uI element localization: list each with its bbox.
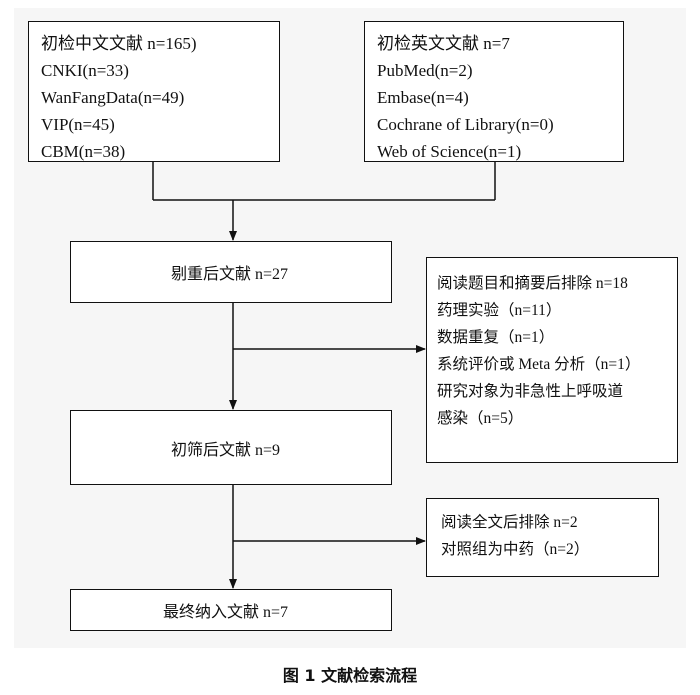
screened-label: 初筛后文献 n=9 — [171, 442, 281, 459]
chinese-source-wanfang: WanFangData(n=49) — [41, 88, 185, 107]
exclusion-duplicate-data: 数据重复（n=1） — [437, 329, 555, 346]
exclusion-meta-analysis: 系统评价或 Meta 分析（n=1） — [437, 356, 641, 373]
english-source-pubmed: PubMed(n=2) — [377, 61, 473, 80]
chinese-source-vip: VIP(n=45) — [41, 115, 115, 134]
exclusion-fulltext-box: 阅读全文后排除 n=2 对照组为中药（n=2） — [426, 498, 659, 577]
exclusion-tcm-control: 对照组为中药（n=2） — [441, 541, 590, 558]
chinese-source-cbm: CBM(n=38) — [41, 142, 126, 161]
final-included-box: 最终纳入文献 n=7 — [70, 589, 392, 631]
english-source-cochrane: Cochrane of Library(n=0) — [377, 115, 554, 134]
english-source-embase: Embase(n=4) — [377, 88, 469, 107]
screened-box: 初筛后文献 n=9 — [70, 410, 392, 485]
exclusion-non-acute-1: 研究对象为非急性上呼吸道 — [437, 383, 624, 400]
chinese-box-title: 初检中文文献 n=165) — [41, 34, 197, 53]
figure-caption: 图 1 文献检索流程 — [282, 666, 418, 685]
exclusion-pharmacology: 药理实验（n=11） — [437, 302, 562, 319]
deduplicated-label: 剔重后文献 n=27 — [171, 266, 289, 283]
exclusion-fulltext-title: 阅读全文后排除 n=2 — [441, 514, 578, 531]
exclusion-abstract-box: 阅读题目和摘要后排除 n=18 药理实验（n=11） 数据重复（n=1） 系统评… — [426, 257, 678, 463]
exclusion-abstract-title: 阅读题目和摘要后排除 n=18 — [437, 275, 628, 292]
chinese-literature-box: 初检中文文献 n=165) CNKI(n=33) WanFangData(n=4… — [28, 21, 280, 162]
deduplicated-box: 剔重后文献 n=27 — [70, 241, 392, 303]
final-included-label: 最终纳入文献 n=7 — [163, 604, 289, 621]
english-source-wos: Web of Science(n=1) — [377, 142, 522, 161]
chinese-source-cnki: CNKI(n=33) — [41, 61, 129, 80]
english-box-title: 初检英文文献 n=7 — [377, 34, 510, 53]
exclusion-non-acute-2: 感染（n=5） — [437, 410, 524, 427]
english-literature-box: 初检英文文献 n=7 PubMed(n=2) Embase(n=4) Cochr… — [364, 21, 624, 162]
